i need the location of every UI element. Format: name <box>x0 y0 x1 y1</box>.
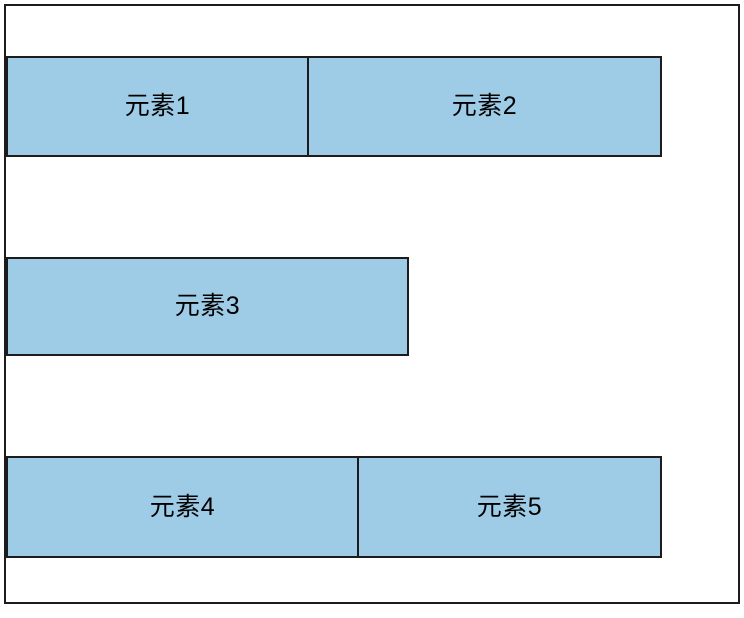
element-row-3: 元素4 元素5 <box>6 456 662 558</box>
element-row-2: 元素3 <box>6 257 409 356</box>
element-box-1[interactable]: 元素1 <box>6 56 309 157</box>
element-box-4[interactable]: 元素4 <box>6 456 359 558</box>
element-box-5[interactable]: 元素5 <box>357 456 662 558</box>
element-box-3[interactable]: 元素3 <box>6 257 409 356</box>
element-box-2[interactable]: 元素2 <box>307 56 662 157</box>
element-row-1: 元素1 元素2 <box>6 56 662 157</box>
